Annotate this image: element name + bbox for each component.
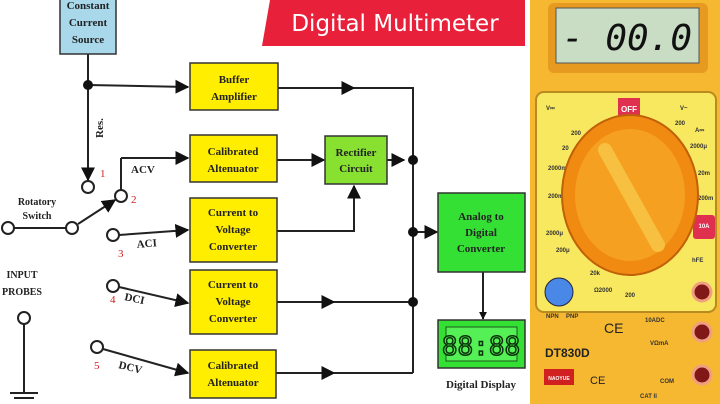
blocks-constant-current-source-1: Current — [69, 17, 108, 29]
meter-ce: CE — [590, 375, 605, 387]
meter-ranges-right-7: hFE — [692, 258, 703, 264]
terminal-5-label: 5 — [94, 360, 100, 372]
digital-display-label: Digital Display — [446, 379, 516, 391]
switch-label-1: Rotatory — [18, 197, 56, 208]
meter-ranges-right-2: A⎓ — [695, 128, 704, 134]
adc-block: Analog to Digital Converter — [437, 192, 526, 273]
terminal-1-label: 1 — [100, 168, 106, 180]
model-label: DT830D — [545, 346, 590, 360]
current-to-voltage-converter-1-block: Current to Voltage Converter — [189, 197, 278, 263]
switch-label-2: Switch — [23, 211, 52, 222]
meter-ranges-left-0: V⎓ — [546, 106, 555, 112]
meter-ranges-left-1: 200 — [571, 131, 582, 137]
meter-ranges-left-7: 20k — [590, 271, 601, 277]
calibrated-attenuator-2-block: Calibrated Altenuator — [189, 349, 277, 399]
dci-label: DCI — [123, 291, 145, 307]
meter-ranges-right-0: V~ — [680, 106, 688, 112]
digital-display-block: 88:88 Digital Display — [437, 319, 526, 391]
blocks-rectifier-circuit-1: Circuit — [339, 163, 373, 175]
meter-npn: NPN — [546, 314, 559, 320]
terminal-2 — [114, 189, 128, 203]
dcv-label: DCV — [117, 359, 143, 376]
switch-input-terminal — [1, 221, 15, 235]
meter-ranges-left-3: 2000m — [548, 166, 567, 172]
probe-jacks[interactable] — [691, 281, 713, 386]
meter-ports-2: COM — [660, 379, 674, 385]
meter-off: OFF — [621, 105, 637, 114]
junction-dots — [83, 80, 418, 307]
blocks-adc-1: Digital — [465, 227, 497, 239]
meter-cat: CAT II — [640, 394, 657, 400]
terminal-4 — [106, 279, 120, 293]
blocks-calibrated-attenuator-2-0: Calibrated — [208, 360, 259, 372]
blocks-current-to-voltage-2-0: Current to — [208, 279, 259, 291]
hfe-socket — [544, 277, 574, 307]
dial-knob — [598, 143, 665, 252]
meter-ranges-left-6: 200μ — [556, 248, 570, 254]
meter-ranges-right-1: 200 — [675, 121, 686, 127]
res-label: Res. — [94, 118, 106, 138]
probes-label-2: PROBES — [2, 287, 42, 298]
meter-ranges-right-6: 10A — [698, 224, 710, 230]
blocks-buffer-amplifier-0: Buffer — [219, 74, 250, 86]
switch-pivot — [65, 221, 79, 235]
blocks-current-to-voltage-1-0: Current to — [208, 207, 259, 219]
off-badge — [618, 98, 640, 118]
meter-ranges-right-4: 20m — [698, 171, 710, 177]
blocks-constant-current-source-0: Constant — [67, 0, 110, 12]
blocks-rectifier-circuit-0: Rectifier — [336, 147, 377, 159]
title-banner: Digital Multimeter — [262, 0, 525, 46]
meter-ports-1: VΩmA — [650, 341, 669, 347]
brand-logo: NAOYUE — [548, 376, 570, 382]
blocks-current-to-voltage-1-1: Voltage — [215, 224, 250, 236]
terminal-2-label: 2 — [131, 194, 137, 206]
blocks-constant-current-source-2: Source — [72, 34, 104, 46]
terminals[interactable] — [1, 180, 128, 354]
wires — [10, 54, 487, 399]
blocks-calibrated-attenuator-1-1: Altenuator — [207, 163, 258, 175]
meter-ranges-right-5: 200m — [698, 196, 713, 202]
calibrated-attenuator-1-block: Calibrated Altenuator — [189, 134, 278, 183]
meter-ranges-left-5: 2000μ — [546, 231, 563, 237]
blocks-adc-0: Analog to — [458, 211, 504, 223]
acv-label: ACV — [131, 164, 155, 176]
blocks-adc-2: Converter — [457, 243, 505, 255]
blocks-current-to-voltage-2-2: Converter — [209, 313, 257, 325]
constant-current-source-block: Constant Current Source — [59, 0, 117, 55]
blocks-buffer-amplifier-1: Amplifier — [211, 91, 257, 103]
rectifier-circuit-block: Rectifier Circuit — [324, 135, 388, 185]
blocks-current-to-voltage-2-1: Voltage — [215, 296, 250, 308]
terminal-4-label: 4 — [110, 294, 116, 306]
blocks-calibrated-attenuator-1-0: Calibrated — [208, 146, 259, 158]
blocks-calibrated-attenuator-2-1: Altenuator — [207, 377, 258, 389]
current-to-voltage-converter-2-block: Current to Voltage Converter — [189, 269, 278, 335]
meter-ranges-left-9: 200 — [625, 293, 636, 299]
meter-ranges-right-3: 2000μ — [690, 144, 707, 150]
meter-reading: - 00.0 — [562, 18, 692, 59]
blocks-current-to-voltage-1-2: Converter — [209, 241, 257, 253]
display-digits: 88:88 — [442, 332, 520, 362]
meter-ranges-left-2: 20 — [562, 146, 569, 152]
title: Digital Multimeter — [291, 11, 499, 37]
probes-label-1: INPUT — [6, 270, 37, 281]
probe-terminal — [17, 311, 31, 325]
meter-ce: CE — [604, 320, 623, 336]
terminal-3 — [106, 228, 120, 242]
meter-pnp: PNP — [566, 314, 578, 320]
meter-ranges-left-4: 200m — [548, 194, 563, 200]
meter-ranges-left-8: Ω2000 — [594, 288, 613, 294]
terminal-5 — [90, 340, 104, 354]
terminal-1 — [81, 180, 95, 194]
aci-label: ACI — [136, 237, 157, 251]
multimeter-illustration: - 00.0 OFF V⎓ 200 20 2000m 200m 2000μ 20… — [530, 0, 720, 404]
meter-ports-0: 10ADC — [645, 318, 665, 324]
buffer-amplifier-block: Buffer Amplifier — [189, 62, 279, 111]
terminal-3-label: 3 — [118, 248, 124, 260]
